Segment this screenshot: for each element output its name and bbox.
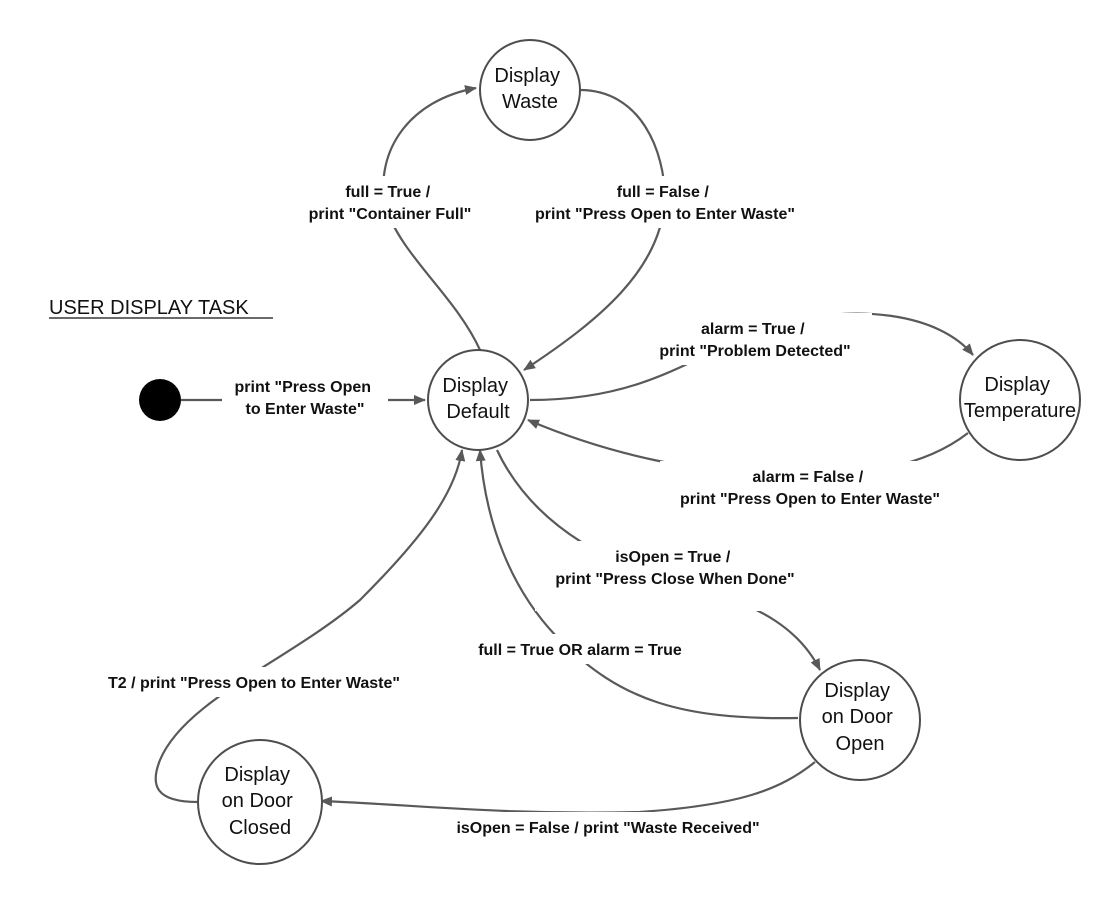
edge-label-full-or-alarm: full = True OR alarm = True [478,642,682,659]
state-default-line-2: Default [446,401,510,423]
state-temperature-line-2: Temperature [964,400,1076,422]
edge-label-initial-line-2: to Enter Waste" [245,401,364,418]
label-mask-full-or-alarm [462,634,698,664]
state-waste-line-2: Waste [502,91,558,113]
state-display-waste: Display Waste [479,39,581,141]
state-door-open-line-2: on Door [822,706,893,728]
state-display-default: Display Default [427,349,529,451]
state-temperature-line-1: Display [984,374,1050,396]
label-mask-alarm-true [640,313,872,365]
edge-label-is-open-false: isOpen = False / print "Waste Received" [456,820,759,837]
state-default-line-1: Display [442,375,508,397]
state-door-open-line-1: Display [824,680,890,702]
edge-label-full-true: full = True / print "Container Full" [309,184,472,223]
state-door-closed-line-1: Display [224,764,290,786]
edge-label-full-false-line-1: full = False / [617,184,710,201]
state-door-closed-line-2: on Door [222,790,293,812]
edge-label-is-open-true: isOpen = True / print "Press Close When … [555,549,794,588]
state-door-open-line-3: Open [836,733,885,755]
label-mask-alarm-false [660,461,960,513]
svg-text:Display on Door Cl: Display on Door Closed [222,764,299,839]
edge-label-alarm-false-line-2: print "Press Open to Enter Waste" [680,491,940,508]
state-door-closed-line-3: Closed [229,817,291,839]
edge-label-alarm-false: alarm = False / print "Press Open to Ent… [680,469,940,508]
edge-label-initial-line-1: print "Press Open [235,379,372,396]
edge-label-alarm-true: alarm = True / print "Problem Detected" [659,321,850,360]
edge-label-full-true-line-2: print "Container Full" [309,206,472,223]
state-display-door-closed: Display on Door Closed [197,739,323,865]
edge-label-t2: T2 / print "Press Open to Enter Waste" [108,675,400,692]
edge-label-is-open-true-line-1: isOpen = True / [615,549,731,566]
edge-label-is-open-true-line-2: print "Press Close When Done" [555,571,794,588]
edge-label-alarm-true-line-1: alarm = True / [701,321,805,338]
svg-text:Display on Door Op: Display on Door Open [822,680,899,755]
svg-text:Display Default: Display Default [442,375,513,423]
edge-label-initial: print "Press Open to Enter Waste" [235,379,376,418]
label-mask-full-true [295,176,485,228]
label-mask-is-open-false [435,812,783,842]
edge-label-alarm-true-line-2: print "Problem Detected" [659,343,850,360]
label-mask-initial [222,371,388,423]
edge-label-full-true-line-1: full = True / [345,184,430,201]
label-mask-t2 [85,667,423,697]
state-display-door-open: Display on Door Open [799,659,921,781]
edge-label-full-or-alarm-line-1: full = True OR alarm = True [478,642,682,659]
label-mask-is-open-true [535,541,817,611]
edge-label-is-open-false-line-1: isOpen = False / print "Waste Received" [456,820,759,837]
edge-label-alarm-false-line-1: alarm = False / [752,469,863,486]
state-waste-line-1: Display [494,65,560,87]
svg-text:Display Temperature: Display Temperature [964,374,1076,422]
edge-label-t2-line-1: T2 / print "Press Open to Enter Waste" [108,675,400,692]
edge-label-full-false-line-2: print "Press Open to Enter Waste" [535,206,795,223]
label-mask-full-false [515,176,815,228]
initial-state [139,379,181,421]
diagram-title: USER DISPLAY TASK [49,297,249,319]
edge-door-open-to-door-closed [320,761,816,814]
svg-text:Display Waste: Display Waste [494,65,565,113]
edge-door-closed-to-default [154,449,466,804]
edge-label-full-false: full = False / print "Press Open to Ente… [535,184,795,223]
state-display-temperature: Display Temperature [959,339,1081,461]
